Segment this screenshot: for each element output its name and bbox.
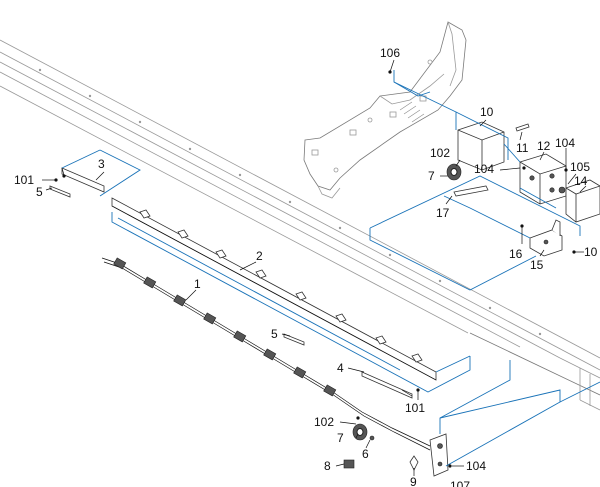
label-4: 4	[337, 361, 344, 375]
part-3-bracket	[61, 167, 105, 193]
label-102-upper: 102	[430, 146, 450, 160]
part-9-clip	[409, 455, 419, 471]
label-15: 15	[530, 258, 544, 272]
label-105: 105	[570, 160, 590, 174]
label-7-upper: 7	[428, 169, 435, 183]
label-107: 107	[450, 479, 470, 487]
label-9: 9	[410, 475, 417, 487]
part-labels: 106 10 11 12 104 102 104 7 105 14 17 16 …	[14, 46, 598, 487]
label-12: 12	[537, 139, 551, 153]
part-5-pin-lower	[283, 333, 305, 346]
end-bracket-lower	[429, 433, 449, 477]
label-101-lower: 101	[405, 401, 425, 415]
label-10-right: 10	[584, 245, 598, 259]
label-104-upper-right: 104	[555, 136, 575, 150]
label-7-lower: 7	[337, 431, 344, 445]
part-11-pin	[515, 123, 530, 132]
part-5-pin-upper	[49, 185, 71, 198]
part-2-long-strip	[111, 197, 437, 381]
label-1: 1	[194, 277, 201, 291]
part-8-screw	[343, 459, 355, 469]
label-5-lower: 5	[271, 327, 278, 341]
label-106: 106	[380, 46, 400, 60]
label-8: 8	[324, 459, 331, 473]
part-1-wire-harness	[101, 257, 431, 451]
part-12-motor-bracket	[519, 153, 567, 205]
part-17-belt	[453, 185, 489, 197]
label-104-lower: 104	[466, 459, 486, 473]
label-leaders	[42, 59, 587, 476]
part-15-bracket	[529, 219, 563, 257]
part-4-strip	[361, 371, 413, 399]
label-2: 2	[256, 249, 263, 263]
callout-lines	[61, 70, 600, 467]
gear-lower	[352, 423, 375, 441]
part-10-bracket	[457, 121, 505, 171]
label-6: 6	[362, 447, 369, 461]
label-14: 14	[574, 174, 588, 188]
label-101-upper: 101	[14, 173, 34, 187]
part-14-motor	[558, 179, 600, 223]
label-102-lower: 102	[314, 415, 334, 429]
label-104-upper-mid: 104	[474, 162, 494, 176]
label-16: 16	[509, 247, 523, 261]
label-3: 3	[98, 157, 105, 171]
label-11: 11	[516, 141, 529, 155]
label-10: 10	[480, 105, 494, 119]
main-frame-rail	[0, 39, 600, 411]
gear-upper	[446, 163, 462, 181]
label-17: 17	[436, 206, 450, 220]
label-5-upper: 5	[36, 185, 43, 199]
